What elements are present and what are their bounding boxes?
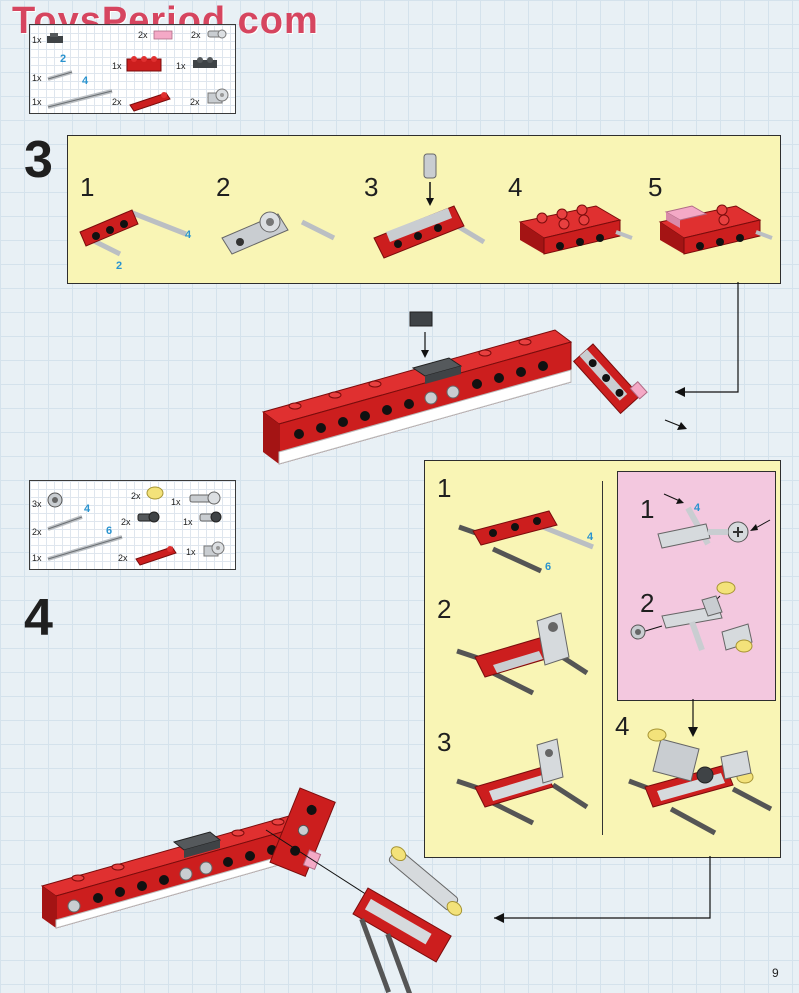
part-qty: 1x [186,547,196,557]
part-qty: 3x [32,499,42,509]
red-plate-with-pink-tile-icon [658,204,773,255]
part-qty: 1x [183,517,193,527]
yellow-round-tile-icon [146,486,164,500]
axle-connector-with-caps-icon [630,581,753,653]
liftarm-with-connector-mounted-icon [456,738,589,826]
red-plate-2x3-icon [126,56,162,72]
substep-number: 1 [640,494,655,524]
part-qty: 1x [176,61,186,71]
light-gray-connector-icon [207,88,229,104]
part-qty: 2x [32,527,42,537]
panel-divider [602,481,603,835]
step4-parts-box: 3x 2x 1x 2x 4 2x 1x 1x 6 2x 1x [29,480,236,570]
part-qty: 1x [32,553,42,563]
axle-icon [47,70,73,81]
liftarm-with-connector-icon [221,211,336,255]
axle-size-label: 4 [82,75,89,87]
substep-number: 3 [364,172,379,202]
part-qty: 1x [112,61,122,71]
part-qty: 2x [190,97,200,107]
substep-number: 3 [437,727,452,757]
part-qty: 1x [32,97,42,107]
substep-number: 2 [216,172,231,202]
light-gray-pin-icon [207,29,227,39]
part-qty: 2x [112,97,122,107]
substep-number: 1 [80,172,95,202]
dark-gray-plate-1x2-icon [193,57,217,68]
axle-size-label: 2 [60,53,67,65]
light-gray-axle-connector-icon [189,491,221,505]
light-gray-pin-icon [199,511,222,523]
part-qty: 2x [191,30,201,40]
liftarm-with-two-axles-icon [458,510,594,574]
substep-number: 4 [615,711,630,741]
axle-size-label: 6 [106,525,113,537]
axle-icon [47,515,83,531]
step4-main-assembly [40,787,711,993]
axle-size-label: 4 [694,502,701,514]
liftarm-with-pin-icon [373,153,486,259]
axle-size-label: 6 [545,561,552,573]
axle-size-label: 4 [84,503,91,515]
step4-subassembly-panel: 1 2 3 4 4 6 1 2 4 [424,460,781,858]
combined-subassembly-icon [628,728,773,836]
axle-size-label: 4 [587,531,594,543]
page-number: 9 [772,966,779,980]
red-liftarm-icon [135,546,177,566]
liftarm-with-axles-icon [79,209,187,257]
step-number: 4 [24,589,53,647]
red-plate-assembly-icon [518,204,633,255]
substep-number: 2 [640,588,655,618]
part-qty: 1x [32,35,42,45]
axle-icon [47,535,123,561]
part-qty: 2x [118,553,128,563]
liftarm-with-gray-connector-icon [456,612,589,696]
bush-icon [47,492,63,508]
substep-number: 5 [648,172,663,202]
dark-gray-pin-icon [137,511,160,523]
axle-size-label: 2 [116,260,123,272]
arrow-down-icon [688,699,698,737]
dark-gray-plate-icon [47,33,63,43]
pink-tile-icon [153,30,173,40]
part-qty: 2x [131,491,141,501]
part-qty: 1x [171,497,181,507]
part-qty: 1x [32,73,42,83]
axle-icon [47,89,113,109]
axle-connector-assembly-icon [657,493,771,549]
part-qty: 2x [138,30,148,40]
part-qty: 2x [121,517,131,527]
axle-size-label: 4 [185,229,192,241]
step-number: 3 [24,131,53,189]
substep-number: 4 [508,172,523,202]
pink-subassembly-inset: 1 2 4 [617,471,776,701]
substep-number: 2 [437,594,452,624]
light-gray-connector-icon [203,541,225,557]
step3-parts-box: 1x 2x 2x 2 1x 1x 1x 4 1x 2x 2x [29,24,236,114]
step3-main-assembly [261,282,739,465]
substep-number: 1 [437,473,452,503]
step3-subassembly-panel: 1 2 3 4 5 4 2 [67,135,781,284]
red-liftarm-icon [129,92,171,112]
